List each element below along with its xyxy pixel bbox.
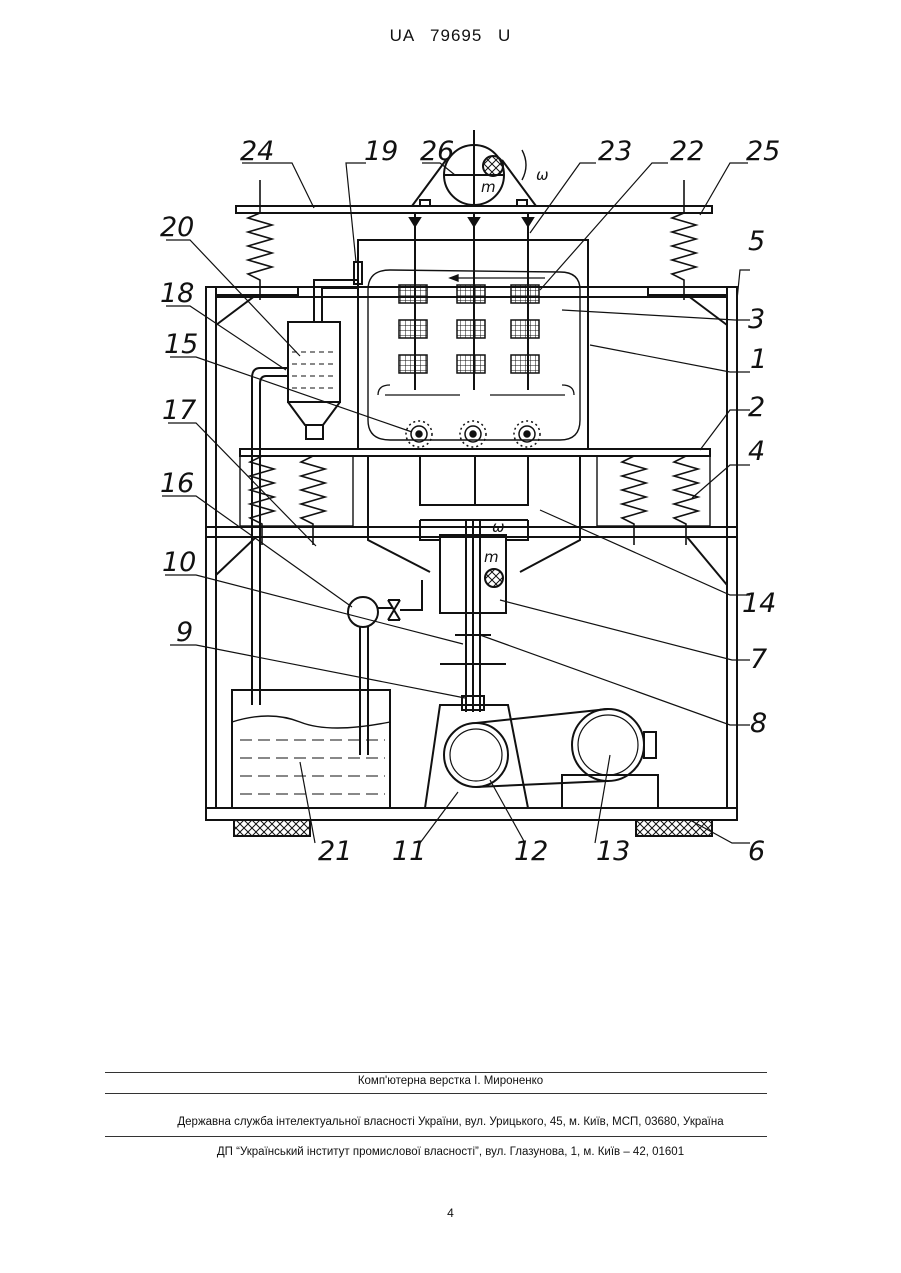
label-6: 6	[748, 836, 765, 867]
label-24: 24	[240, 136, 274, 167]
label-14: 14	[742, 588, 776, 619]
label-8: 8	[750, 708, 767, 739]
layout-credit: Комп'ютерна верстка І. Мироненко	[0, 1075, 901, 1087]
label-4: 4	[748, 436, 765, 467]
pump-and-valve	[348, 580, 422, 755]
label-19: 19	[364, 136, 398, 167]
label-1: 1	[750, 344, 767, 375]
label-2: 2	[748, 392, 765, 423]
symbol-omega-top: ω	[536, 166, 549, 184]
drive	[425, 705, 658, 808]
label-17: 17	[162, 395, 196, 426]
label-21: 21	[318, 836, 352, 867]
symbol-mass-top: m	[481, 178, 496, 196]
label-25: 25	[746, 136, 780, 167]
label-22: 22	[670, 136, 704, 167]
label-7: 7	[750, 644, 767, 675]
feet	[234, 820, 712, 836]
label-23: 23	[598, 136, 632, 167]
label-3: 3	[748, 304, 765, 335]
cyclone-separator	[288, 262, 362, 439]
top-plate	[236, 206, 712, 213]
lower-plate	[240, 449, 710, 456]
leader-lines	[162, 163, 750, 843]
label-18: 18	[160, 278, 194, 309]
label-15: 15	[164, 329, 198, 360]
label-5: 5	[748, 226, 765, 257]
symbol-omega-mid: ω	[492, 518, 505, 536]
page-number: 4	[0, 1206, 901, 1220]
workpieces	[399, 285, 539, 373]
agency-address: Державна служба інтелектуальної власност…	[0, 1116, 901, 1128]
label-13: 13	[596, 836, 630, 867]
footer-rule-top	[105, 1072, 767, 1073]
label-20: 20	[160, 212, 194, 243]
institute-address: ДП “Український інститут промислової вла…	[0, 1146, 901, 1158]
label-12: 12	[514, 836, 548, 867]
footer-rule-bottom	[105, 1136, 767, 1137]
label-26: 26	[420, 136, 454, 167]
brushes	[406, 421, 540, 447]
symbol-mass-mid: m	[484, 548, 499, 566]
label-10: 10	[162, 547, 196, 578]
footer-rule-middle	[105, 1093, 767, 1094]
label-11: 11	[392, 836, 426, 867]
tank	[232, 690, 390, 808]
label-9: 9	[176, 617, 193, 648]
label-16: 16	[160, 468, 194, 499]
